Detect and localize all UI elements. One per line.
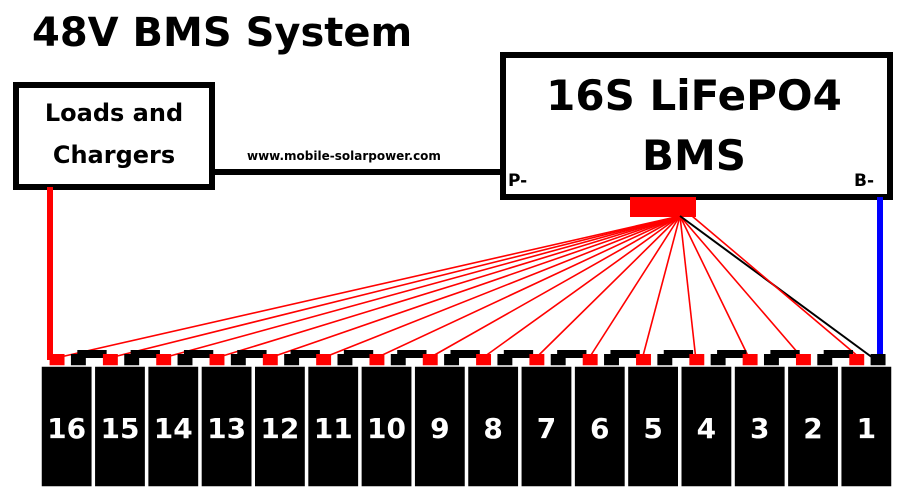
positive-terminal: [102, 354, 118, 368]
cell-interconnect: [450, 350, 480, 358]
battery-cell: [839, 365, 893, 488]
positive-terminal: [369, 354, 385, 368]
battery-cell: [146, 365, 200, 488]
cell-number-label: 10: [367, 412, 406, 445]
balance-wire: [641, 215, 681, 359]
cell-interconnect: [343, 350, 374, 358]
battery-cell: [733, 365, 787, 488]
positive-terminal: [849, 354, 865, 368]
cell-number-label: 14: [154, 412, 193, 445]
cell-number-label: 9: [430, 412, 449, 445]
balance-wire: [535, 215, 681, 359]
positive-terminal: [262, 354, 278, 368]
cell-interconnect: [770, 350, 800, 358]
balance-wire: [679, 215, 697, 359]
cell-number-label: 1: [857, 412, 876, 445]
loads-label-line2: Chargers: [53, 141, 175, 169]
battery-cell: [306, 365, 360, 488]
battery-cell: [786, 365, 840, 488]
positive-terminal: [689, 354, 705, 368]
positive-terminal: [476, 354, 492, 368]
cell-number-label: 15: [100, 412, 139, 445]
cell-number-label: 4: [697, 412, 716, 445]
bms-label-line2: BMS: [642, 131, 746, 180]
battery-cell: [40, 365, 94, 488]
balance-wire: [322, 215, 681, 359]
cell-number-label: 11: [314, 412, 353, 445]
balance-wire: [375, 215, 681, 359]
cell-interconnect: [290, 350, 320, 358]
positive-terminal: [209, 354, 225, 368]
positive-terminal: [156, 354, 172, 368]
b-minus-label: B-: [854, 171, 874, 191]
loads-chargers-box: Loads and Chargers: [13, 82, 215, 190]
battery-cell: [520, 365, 573, 488]
battery-cell: [93, 365, 147, 488]
cell-number-label: 12: [260, 412, 299, 445]
positive-terminal: [422, 354, 438, 368]
cell-number-label: 3: [750, 412, 769, 445]
balance-wire: [55, 215, 681, 359]
positive-terminal: [529, 354, 545, 368]
bms-box: 16S LiFePO4 BMS P- B-: [500, 52, 893, 200]
balance-wire: [679, 215, 803, 359]
cell-interconnect: [237, 350, 267, 358]
cell-interconnect: [717, 350, 747, 358]
positive-terminal: [49, 354, 65, 368]
bms-label-line1: 16S LiFePO4: [546, 71, 842, 120]
website-label: www.mobile-solarpower.com: [247, 149, 441, 163]
balance-wire: [162, 215, 681, 359]
battery-cell: [680, 365, 733, 488]
cell-number-label: 16: [47, 412, 86, 445]
balance-connector: [630, 197, 696, 217]
positive-terminal: [795, 354, 811, 368]
battery-cells: 16 15 14 13 12 11 10 9 8 7 6 5 4 3 2 1: [40, 365, 893, 488]
balance-wire: [679, 215, 750, 359]
cell-interconnect: [610, 350, 640, 358]
positive-terminal: [316, 354, 332, 368]
cell-interconnect: [663, 350, 694, 358]
negative-terminal: [870, 354, 886, 368]
balance-wire: [482, 215, 681, 359]
cell-interconnect: [130, 350, 160, 358]
balance-wire: [691, 215, 861, 359]
loads-label-line1: Loads and: [45, 99, 183, 127]
positive-terminal: [582, 354, 598, 368]
balance-wires: [55, 215, 874, 359]
battery-cell: [413, 365, 467, 488]
balance-wire: [428, 215, 681, 359]
positive-terminal: [742, 354, 758, 368]
balance-wire: [109, 215, 681, 359]
cell-number-label: 5: [643, 412, 662, 445]
cell-number-label: 6: [590, 412, 609, 445]
cell-interconnect: [397, 350, 427, 358]
positive-terminal: [636, 354, 651, 368]
cell-number-label: 13: [207, 412, 246, 445]
battery-cell: [573, 365, 627, 488]
cell-number-label: 7: [537, 412, 556, 445]
cell-interconnect: [823, 350, 854, 358]
cell-number-label: 2: [803, 412, 822, 445]
battery-cell: [200, 365, 253, 488]
balance-wire: [215, 215, 681, 359]
battery-cell: [253, 365, 307, 488]
cell-interconnect: [183, 350, 214, 358]
cell-terminals: [49, 350, 886, 368]
battery-cell: [626, 365, 680, 488]
diagram-title: 48V BMS System: [32, 10, 412, 56]
battery-cell: [466, 365, 520, 488]
cell-interconnect: [557, 350, 587, 358]
cell-number-label: 8: [483, 412, 502, 445]
cell-interconnect: [77, 350, 107, 358]
battery-cell: [360, 365, 413, 488]
p-minus-label: P-: [508, 171, 527, 191]
balance-wire: [588, 215, 681, 359]
cell-interconnect: [503, 350, 534, 358]
balance-wire: [268, 215, 681, 359]
